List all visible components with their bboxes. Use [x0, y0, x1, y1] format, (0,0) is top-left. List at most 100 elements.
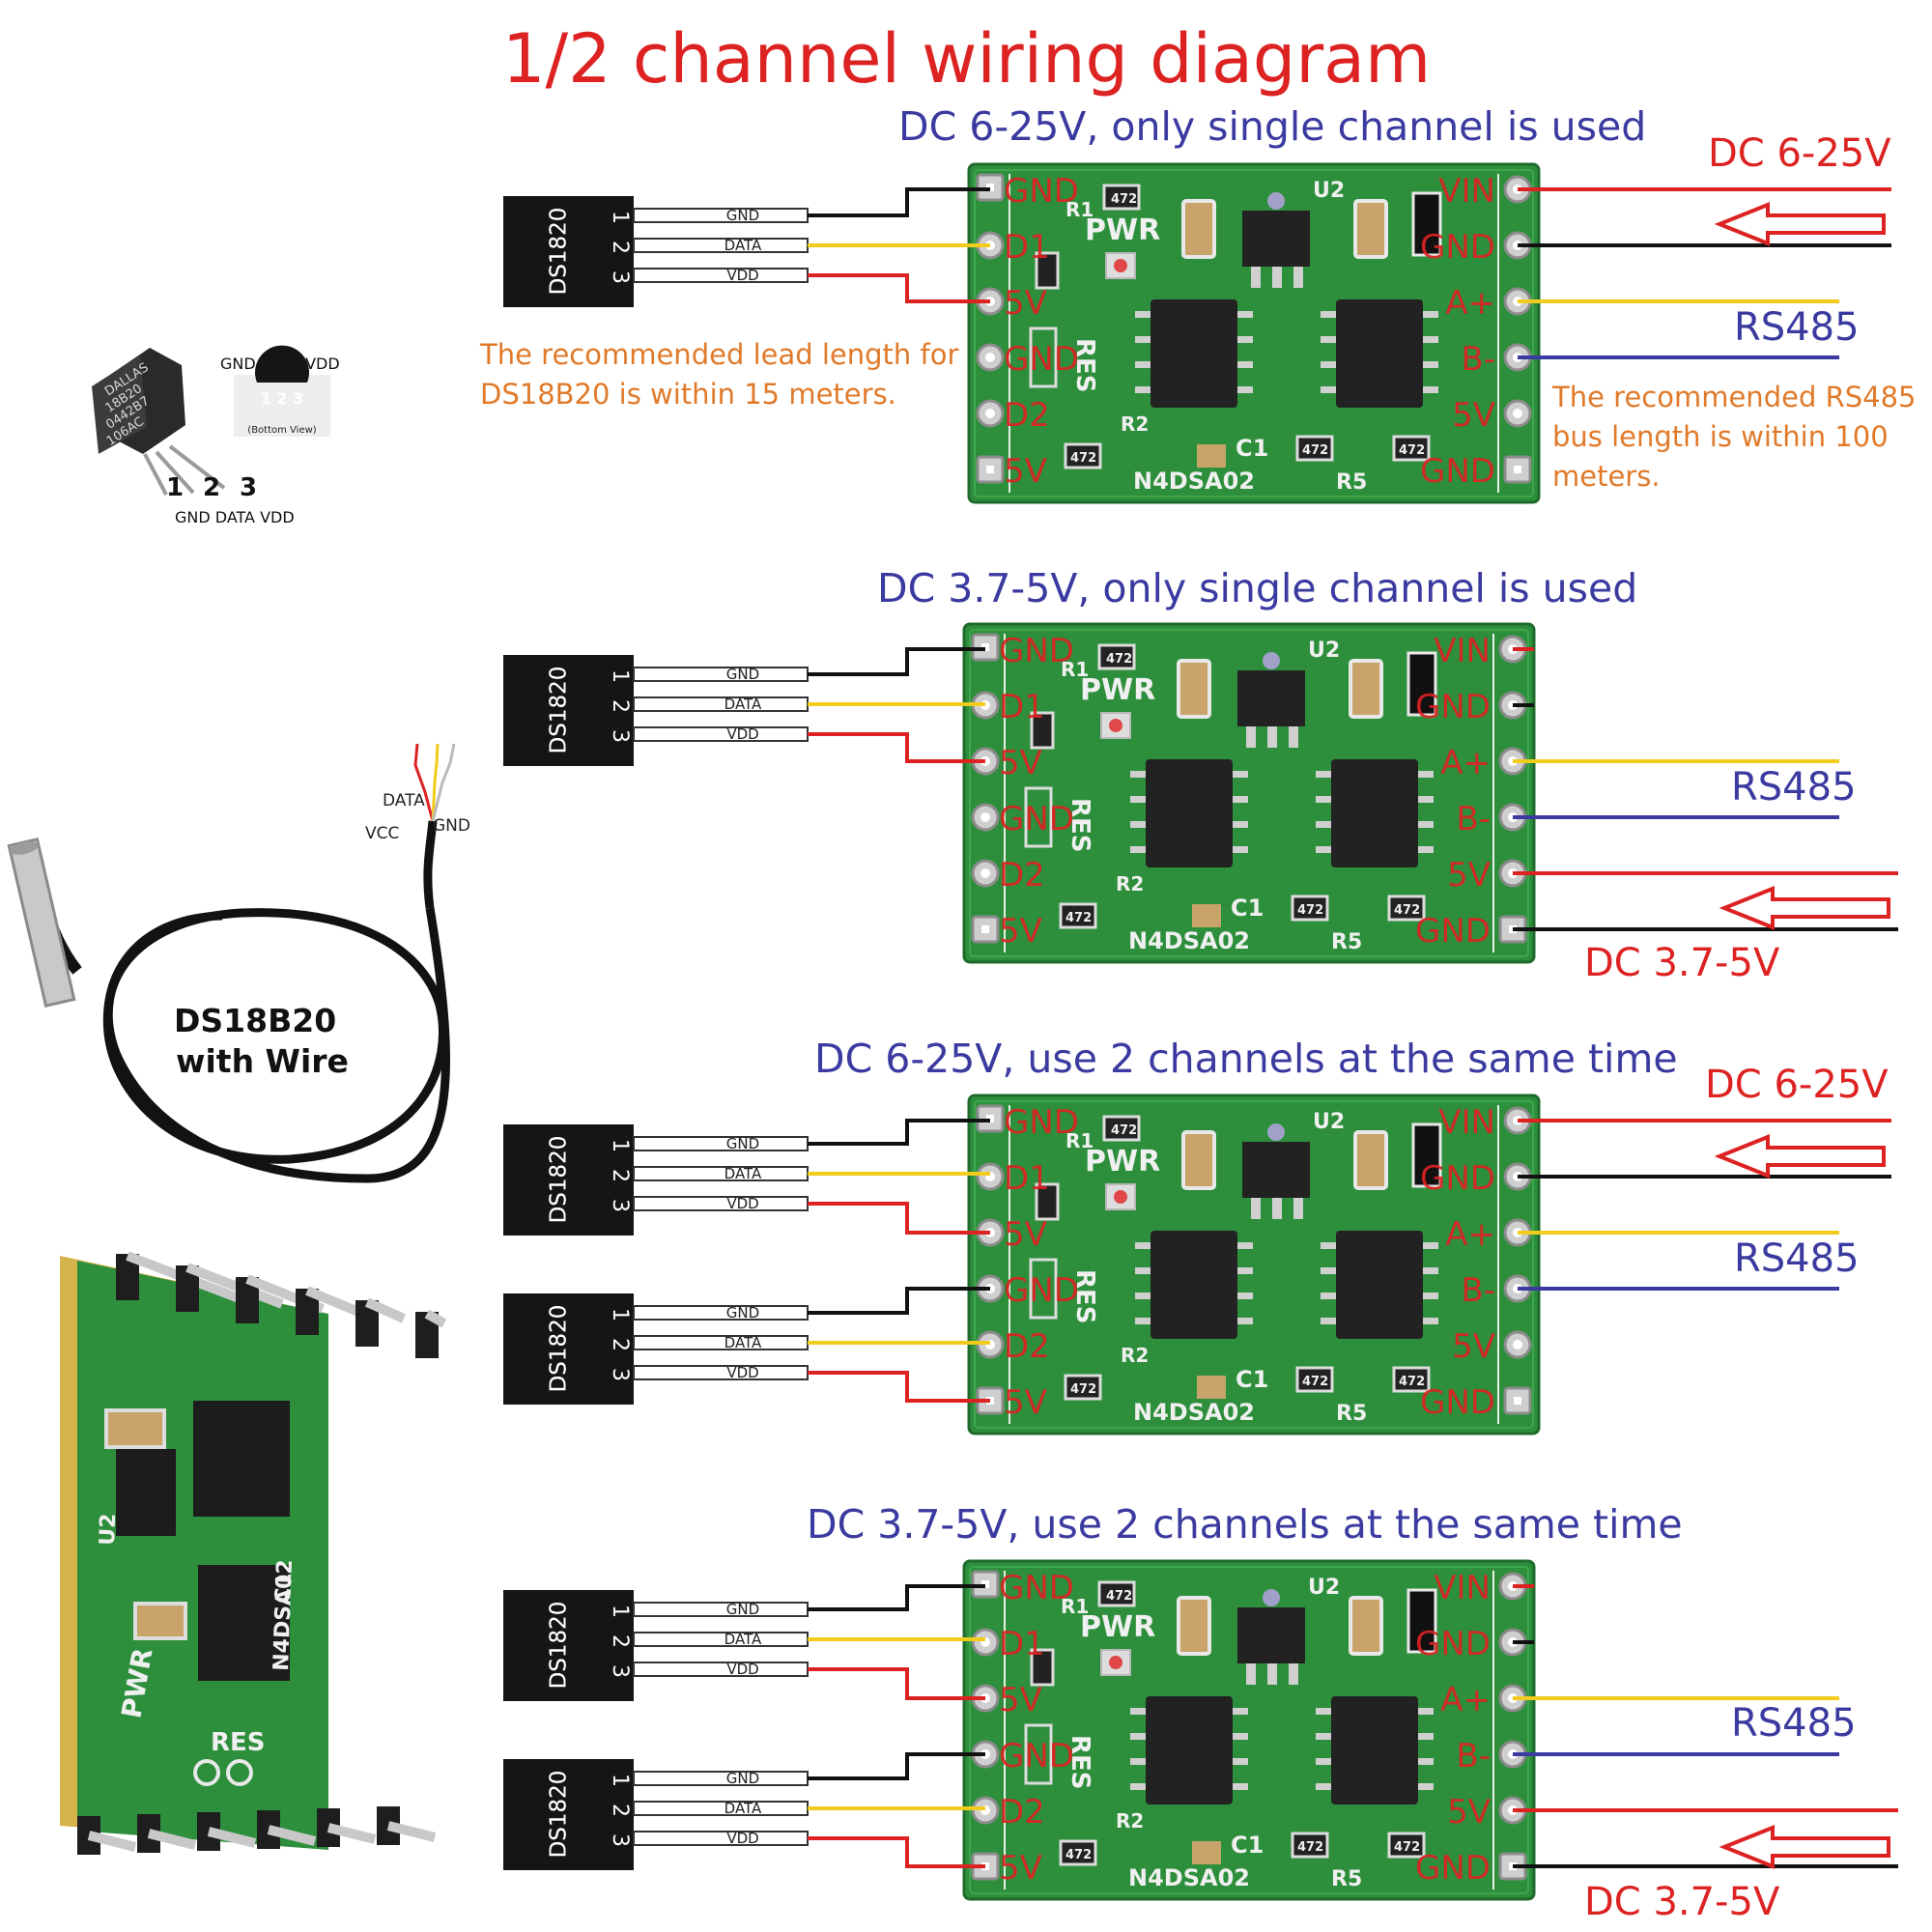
wiring-section-3: DC 6-25V, use 2 channels at the same tim… — [503, 1036, 1891, 1435]
bus-length-note: meters. — [1552, 460, 1661, 493]
probe-wire-data — [431, 743, 440, 822]
sensor-lead — [633, 1335, 809, 1350]
to92-pin-number: 2 — [203, 473, 220, 502]
board-pin-label-left: 5V — [1004, 1215, 1047, 1254]
sensor-pin-number: 1 — [608, 669, 632, 683]
board-pin-label-right: 5V — [1452, 396, 1495, 435]
rs485-label: RS485 — [1731, 765, 1857, 810]
probe-title: with Wire — [176, 1042, 349, 1080]
to92-bottom-label: GND DATA VDD — [175, 508, 295, 526]
photo-ic — [116, 1449, 176, 1536]
sensor-lead — [633, 1196, 809, 1211]
photo-ic — [198, 1565, 290, 1681]
wire-vdd — [808, 732, 985, 763]
rs485-label: RS485 — [1731, 1701, 1857, 1746]
sensor-lead — [633, 1305, 809, 1321]
board-pin-label-left: D2 — [1004, 1327, 1050, 1366]
sensor-lead-label: DATA — [724, 1800, 762, 1817]
photo-silk-u2: U2 — [96, 1513, 121, 1546]
sensor-tag: DS1820 — [547, 1305, 572, 1393]
bus-length-note: bus length is within 100 — [1552, 420, 1889, 453]
sensor-pin-number: 3 — [608, 1368, 632, 1381]
board-pin-label-left: GND — [999, 1569, 1074, 1607]
sensor-pin-number: 1 — [608, 1605, 632, 1618]
wire-gnd — [808, 1287, 990, 1315]
board-pin-label-left: D2 — [1004, 396, 1050, 435]
board-pin-label-left: D1 — [1004, 1159, 1050, 1198]
sensor-pin-number: 1 — [608, 1139, 632, 1152]
board-pin-label-right: VIN — [1434, 1569, 1491, 1607]
sensor-lead-label: DATA — [724, 1165, 762, 1182]
header-pin — [424, 1309, 447, 1328]
wire-vdd — [808, 273, 990, 303]
sensor-lead-label: VDD — [726, 725, 758, 743]
sensor-lead-label: DATA — [724, 1334, 762, 1351]
photo-cap — [133, 1602, 187, 1640]
sensor-pin-number: 2 — [608, 1634, 632, 1648]
sensor-lead-label: DATA — [724, 237, 762, 254]
wiring-section-2: DC 3.7-5V, only single channel is usedGN… — [503, 565, 1898, 985]
sensor-lead-label: DATA — [724, 1631, 762, 1648]
photo-ic — [193, 1401, 290, 1517]
sensor-tag: DS1820 — [547, 667, 572, 754]
sensor-lead-label: GND — [726, 1135, 759, 1152]
sensor-pin-number: 2 — [608, 1804, 632, 1817]
wire-gnd — [808, 1752, 985, 1780]
sensor-lead-label: VDD — [726, 1195, 758, 1212]
power-arrow-icon — [1722, 887, 1890, 929]
to92-face — [92, 355, 147, 454]
board-pin-label-left: GND — [1004, 340, 1079, 379]
sensor-pin-number: 1 — [608, 1774, 632, 1787]
bottom-view-shape — [255, 345, 309, 383]
sensor-lead — [633, 1662, 809, 1677]
board-pin-label-right: GND — [1415, 1849, 1491, 1888]
board-pin-label-right: 5V — [1447, 856, 1491, 895]
section-subtitle: DC 3.7-5V, use 2 channels at the same ti… — [807, 1501, 1683, 1548]
board-pin-label-right: A+ — [1440, 1681, 1491, 1719]
header-pin — [305, 1286, 365, 1319]
board-pin-label-right: GND — [1420, 228, 1495, 267]
sensor-tag: DS1820 — [547, 1771, 572, 1859]
section-subtitle: DC 3.7-5V, only single channel is used — [877, 565, 1637, 611]
board-pin-label-left: 5V — [1004, 284, 1047, 323]
board-pin-label-right: GND — [1415, 912, 1491, 951]
board-pin-label-right: B- — [1461, 1271, 1495, 1310]
rs485-label: RS485 — [1734, 1236, 1860, 1281]
sensor-lead — [633, 726, 809, 742]
sensor-pin-number: 2 — [608, 1169, 632, 1182]
probe-wire-label: VCC — [365, 824, 399, 843]
sensor-lead — [633, 1831, 809, 1846]
sensor-tag: DS1820 — [547, 208, 572, 296]
board-pin-label-right: GND — [1415, 688, 1491, 726]
section-subtitle: DC 6-25V, use 2 channels at the same tim… — [814, 1036, 1678, 1082]
board-pin-label-left: GND — [999, 800, 1074, 838]
sensor-lead-label: VDD — [726, 267, 758, 284]
bottom-view-caption: (Bottom View) — [247, 425, 316, 436]
sensor-lead — [633, 1365, 809, 1380]
sensor-pin-number: 2 — [608, 1338, 632, 1351]
lead-length-note: The recommended lead length for — [479, 338, 958, 371]
sensor-lead — [633, 1771, 809, 1786]
probe-wire-label: GND — [433, 816, 470, 836]
board-pin-label-left: GND — [999, 1737, 1074, 1776]
board-pin-label-left: 5V — [999, 744, 1042, 782]
wiring-section-4: DC 3.7-5V, use 2 channels at the same ti… — [503, 1501, 1898, 1924]
sensor-pin-number: 2 — [608, 699, 632, 713]
board-pin-label-left: D1 — [1004, 228, 1050, 267]
probe-metal-tip — [7, 838, 76, 1008]
power-label: DC 6-25V — [1705, 1063, 1889, 1107]
power-arrow-icon — [1718, 203, 1886, 245]
sensor-lead-label: GND — [726, 1770, 759, 1787]
board-pin-label-left: GND — [1004, 172, 1079, 211]
sensor-lead-label: VDD — [726, 1661, 758, 1678]
photo-silk-c1: C1 — [271, 1573, 297, 1604]
sensor-tag: DS1820 — [547, 1136, 572, 1224]
board-pin-label-right: VIN — [1438, 172, 1495, 211]
sensor-lead-label: VDD — [726, 1830, 758, 1847]
probe-title: DS18B20 — [174, 1002, 336, 1039]
sensor-pin-number: 1 — [608, 1308, 632, 1321]
